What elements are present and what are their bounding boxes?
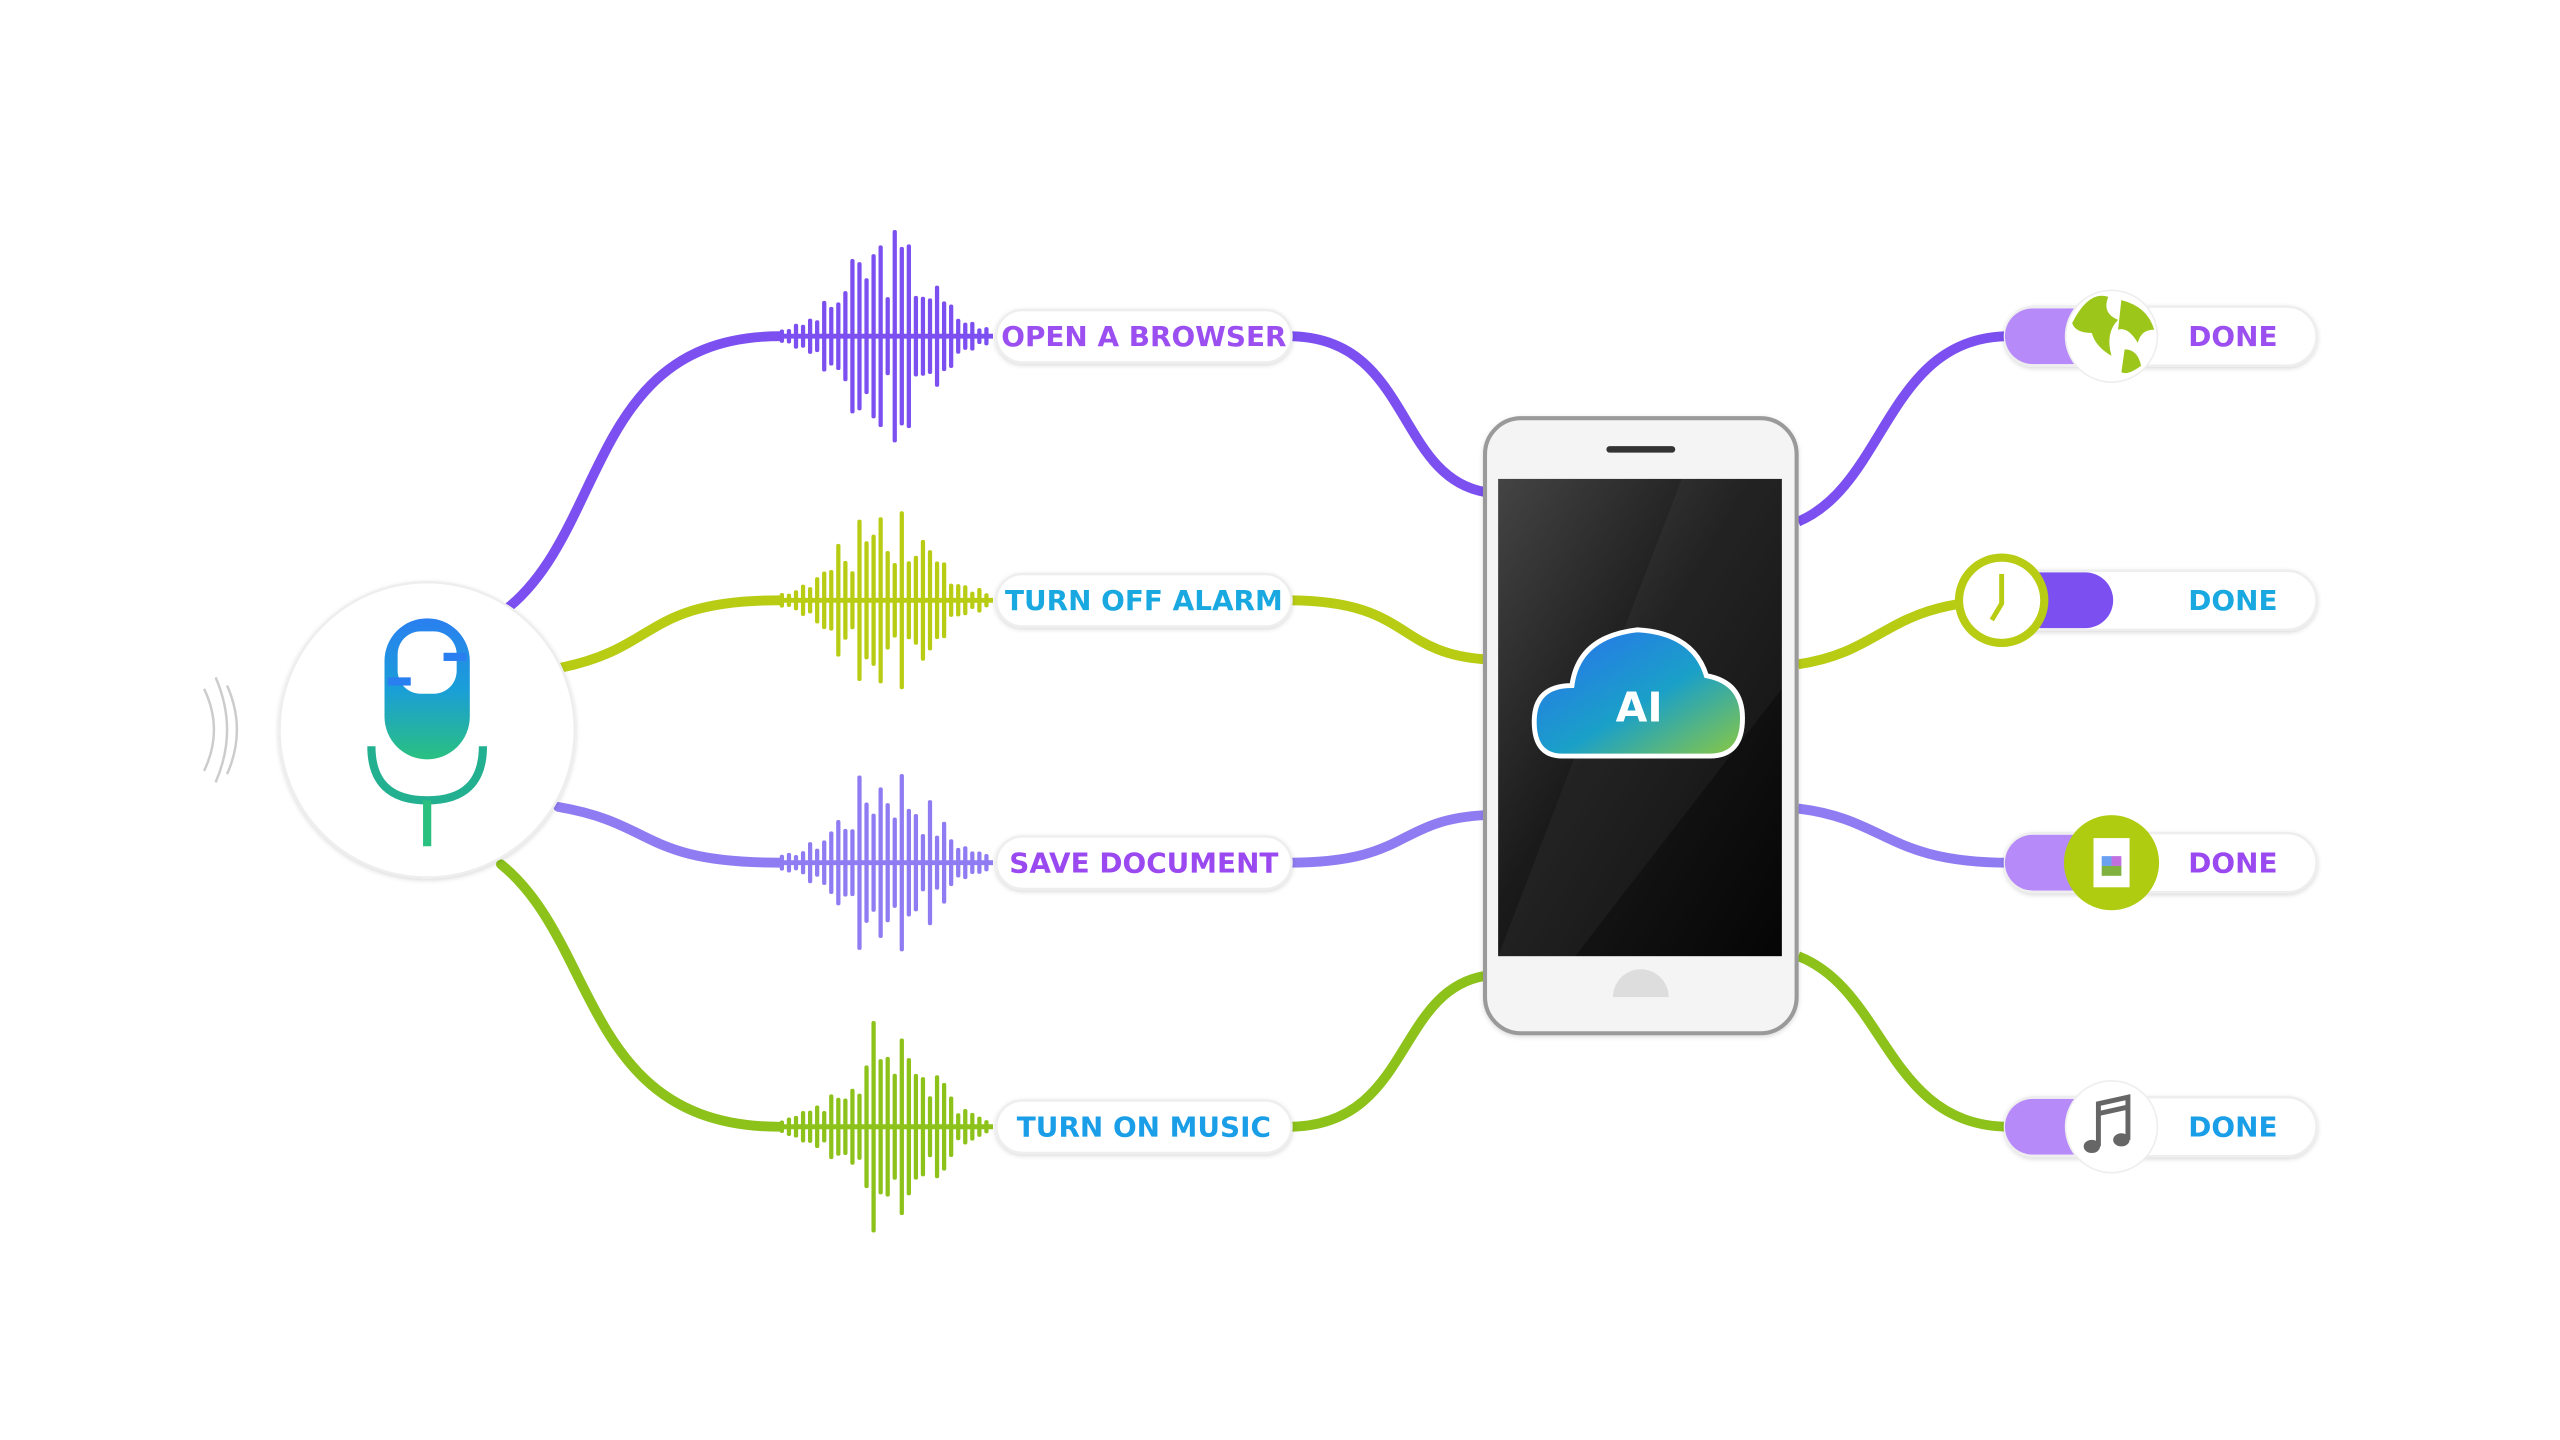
result-status: DONE (2188, 584, 2277, 617)
cloud-icon: AI (1531, 627, 1745, 759)
connector-line (556, 595, 785, 673)
document-icon (2063, 815, 2160, 911)
connector-lines (496, 331, 2010, 1132)
result-toggle[interactable]: DONE (2003, 1080, 2318, 1174)
waveform (771, 1020, 993, 1233)
command-label: TURN ON MUSIC (1017, 1111, 1271, 1144)
command-pill[interactable]: TURN OFF ALARM (995, 572, 1293, 628)
music-note-icon (2064, 1080, 2159, 1174)
waveform (771, 774, 993, 952)
sound-waves-icon (202, 676, 239, 783)
connector-line (504, 331, 785, 612)
smartphone: AI (1482, 416, 1799, 1036)
waveform (771, 230, 993, 443)
command-label: OPEN A BROWSER (1001, 320, 1286, 353)
command-pill[interactable]: SAVE DOCUMENT (995, 835, 1293, 891)
clock-icon (1954, 553, 2049, 648)
globe-icon (2064, 289, 2159, 383)
connector-line (553, 802, 785, 868)
command-label: SAVE DOCUMENT (1009, 847, 1278, 880)
connector-line (1797, 803, 2010, 868)
connector-line (1796, 331, 2010, 527)
command-label: TURN OFF ALARM (1005, 584, 1283, 617)
result-toggle[interactable]: DONE (2003, 289, 2318, 383)
ai-label: AI (1616, 684, 1663, 732)
connector-line (1288, 971, 1486, 1132)
result-toggle[interactable]: DONE (2003, 815, 2318, 911)
connector-line (1288, 595, 1486, 665)
waveforms (771, 230, 993, 1233)
connector-line (1288, 810, 1486, 868)
command-pill[interactable]: TURN ON MUSIC (995, 1099, 1293, 1155)
connector-line (1796, 951, 2010, 1132)
connector-line (1288, 331, 1486, 497)
microphone-icon (367, 618, 488, 847)
result-status: DONE (2188, 1111, 2277, 1144)
connector-line (496, 859, 785, 1132)
result-toggle[interactable]: DONE (1954, 553, 2318, 648)
command-pill[interactable]: OPEN A BROWSER (995, 308, 1293, 364)
result-status: DONE (2188, 847, 2277, 880)
waveform (771, 511, 993, 690)
home-button[interactable] (1612, 969, 1669, 998)
result-status: DONE (2188, 320, 2277, 353)
